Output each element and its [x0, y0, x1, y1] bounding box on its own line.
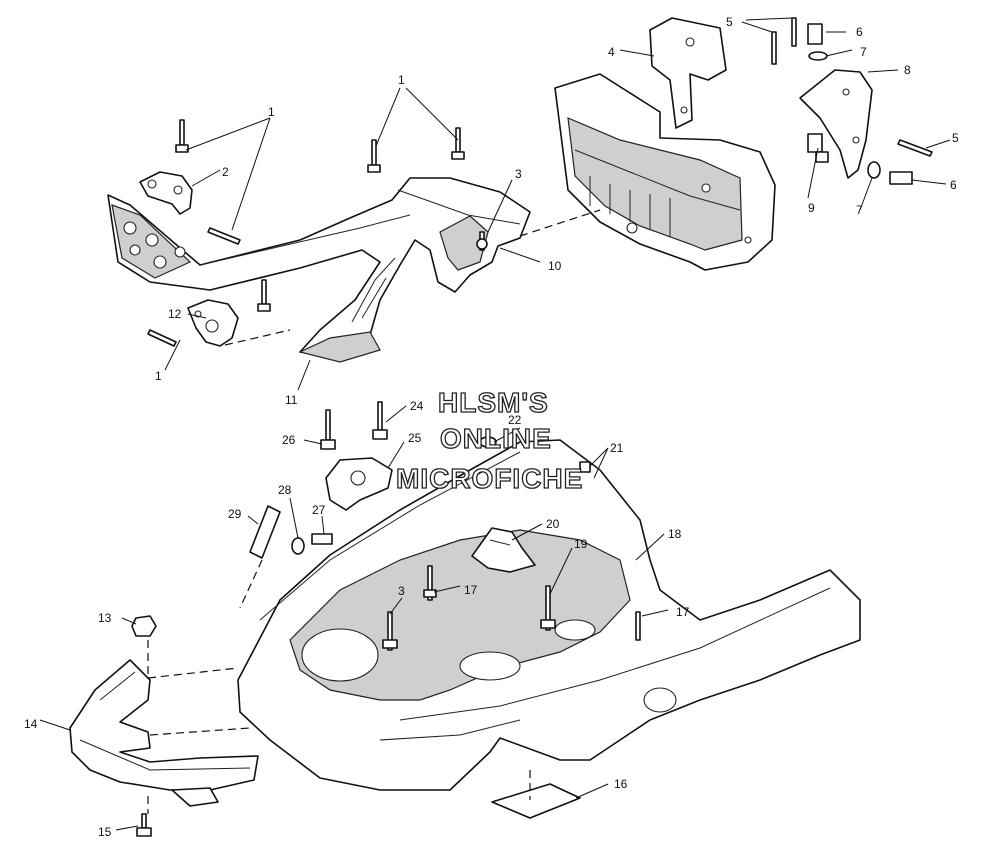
callout-1: 1 — [268, 105, 275, 119]
callout-24: 24 — [410, 399, 424, 413]
callout-6: 6 — [856, 25, 863, 39]
bracket-8 — [799, 69, 873, 179]
skid-plate-16 — [491, 783, 581, 819]
callout-8: 8 — [904, 63, 911, 77]
plate-12 — [187, 299, 239, 347]
assembly-lines — [147, 209, 601, 814]
callout-12: 12 — [168, 307, 182, 321]
callout-15: 15 — [98, 825, 112, 839]
callout-21: 21 — [610, 441, 624, 455]
callout-29: 29 — [228, 507, 242, 521]
callout-9: 9 — [808, 201, 815, 215]
callout-labels: 1 1 1 2 3 3 4 5 5 6 6 7 7 8 9 10 11 12 1… — [24, 15, 959, 839]
callout-13: 13 — [98, 611, 112, 625]
watermark-line-2: ONLINE — [440, 423, 552, 454]
callout-10: 10 — [548, 259, 562, 273]
plate-25 — [325, 457, 393, 511]
callout-17: 17 — [676, 605, 690, 619]
bracket-20 — [471, 527, 536, 573]
callout-17: 17 — [464, 583, 478, 597]
shim-29 — [249, 505, 281, 559]
callout-4: 4 — [608, 45, 615, 59]
bracket-4 — [649, 17, 727, 129]
callout-5: 5 — [952, 131, 959, 145]
plate-2 — [139, 171, 193, 215]
callout-3: 3 — [398, 584, 405, 598]
leader-lines — [39, 17, 951, 831]
callout-7: 7 — [860, 45, 867, 59]
front-bulkhead-assembly — [554, 73, 776, 271]
callout-16: 16 — [614, 777, 628, 791]
callout-6: 6 — [950, 178, 957, 192]
callout-25: 25 — [408, 431, 422, 445]
callout-14: 14 — [24, 717, 38, 731]
callout-19: 19 — [574, 537, 588, 551]
watermark: HLSM'S ONLINE MICROFICHE — [395, 386, 583, 494]
callout-28: 28 — [278, 483, 292, 497]
fasteners — [131, 17, 933, 837]
callout-7: 7 — [856, 203, 863, 217]
callout-20: 20 — [546, 517, 560, 531]
callout-2: 2 — [222, 165, 229, 179]
callout-5: 5 — [726, 15, 733, 29]
watermark-line-1: HLSM'S — [438, 387, 549, 418]
callout-1: 1 — [155, 369, 162, 383]
callout-1: 1 — [398, 73, 405, 87]
callout-26: 26 — [282, 433, 296, 447]
frame-rail-assembly — [107, 177, 531, 363]
watermark-line-3: MICROFICHE — [396, 463, 583, 494]
callout-18: 18 — [668, 527, 682, 541]
callout-3: 3 — [515, 167, 522, 181]
callout-22: 22 — [508, 413, 522, 427]
callout-11: 11 — [285, 393, 298, 407]
bumper-14 — [69, 659, 259, 807]
callout-27: 27 — [312, 503, 326, 517]
